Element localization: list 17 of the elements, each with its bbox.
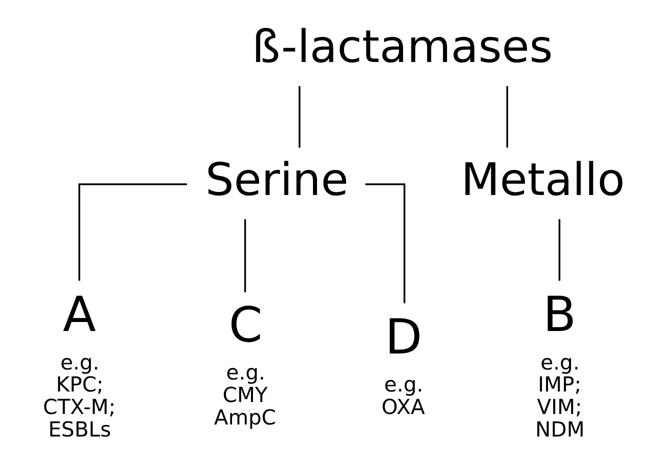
node-label: e.g. CMY AmpC <box>214 360 276 430</box>
node-text: ß-lactamases <box>252 20 553 74</box>
node-text: D <box>385 309 422 366</box>
connector <box>298 86 300 148</box>
node-text: Serine <box>205 153 349 206</box>
node-text: C <box>228 297 262 354</box>
connector <box>78 183 187 281</box>
node-label: e.g. OXA <box>382 372 425 420</box>
node-text: Metallo <box>461 153 625 206</box>
connector <box>244 219 246 292</box>
connector <box>558 219 560 281</box>
node-label: e.g. IMP; VIM; NDM <box>535 350 585 442</box>
connector <box>506 86 508 148</box>
node-text: A <box>62 286 96 343</box>
node-label: e.g. KPC; CTX-M; ESBLs <box>43 350 116 442</box>
connector <box>365 183 406 304</box>
node-text: B <box>543 286 576 343</box>
